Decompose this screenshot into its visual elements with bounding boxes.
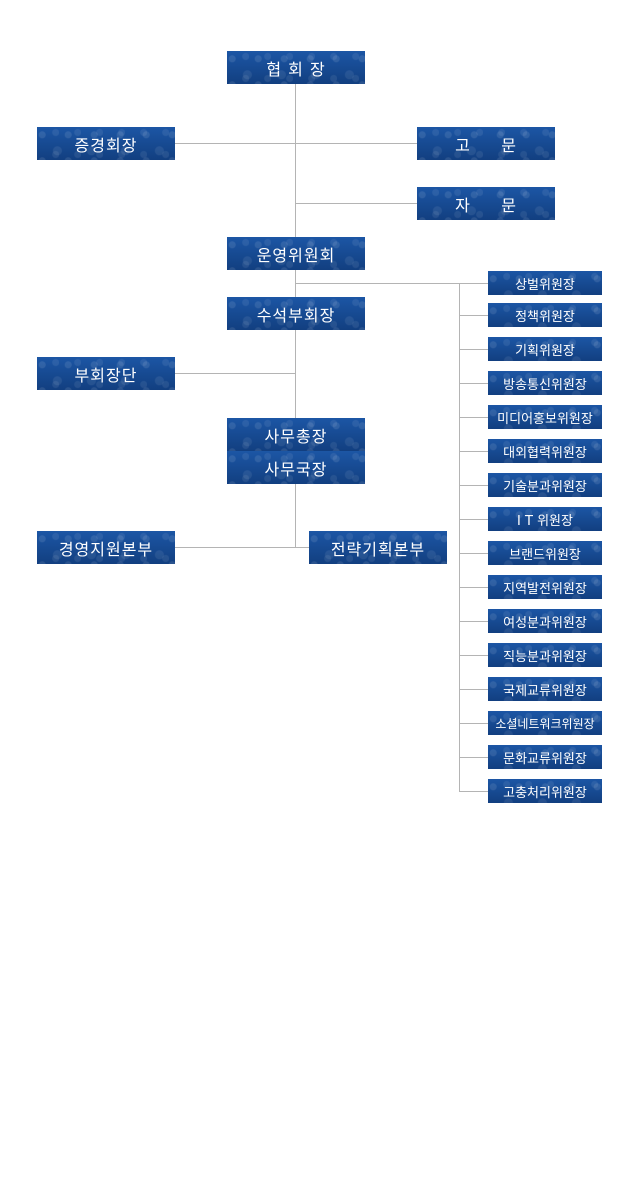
secretary-general-box[interactable]: 사무총장	[227, 418, 365, 451]
connector-committee-tick	[459, 553, 488, 554]
connector-steering-senior	[295, 270, 296, 298]
committee-box[interactable]: 지역발전위원장	[488, 575, 602, 599]
committee-box[interactable]: 브랜드위원장	[488, 541, 602, 565]
connector-committee-tick	[459, 349, 488, 350]
connector-consultant	[295, 203, 417, 204]
committee-box[interactable]: 기술분과위원장	[488, 473, 602, 497]
connector-senior-secretary	[295, 330, 296, 418]
committee-box[interactable]: 소셜네트워크위원장	[488, 711, 602, 735]
steering-committee-box[interactable]: 운영위원회	[227, 237, 365, 270]
connector-main-trunk	[295, 84, 296, 237]
connector-committee-tick	[459, 417, 488, 418]
connector-director-divisions	[295, 484, 296, 547]
connector-committee-tick	[459, 587, 488, 588]
connector-committee-branch	[295, 283, 459, 284]
committee-box[interactable]: 정책위원장	[488, 303, 602, 327]
senior-vice-box[interactable]: 수석부회장	[227, 297, 365, 330]
connector-committee-tick	[459, 791, 488, 792]
committee-box[interactable]: 대외협력위원장	[488, 439, 602, 463]
secretary-director-box[interactable]: 사무국장	[227, 451, 365, 484]
connector-committee-tick	[459, 315, 488, 316]
committee-box[interactable]: 직능분과위원장	[488, 643, 602, 667]
connector-committee-tick	[459, 621, 488, 622]
committee-box[interactable]: I T 위원장	[488, 507, 602, 531]
committee-box[interactable]: 미디어홍보위원장	[488, 405, 602, 429]
committee-box[interactable]: 여성분과위원장	[488, 609, 602, 633]
honorary-vice-box[interactable]: 증경회장	[37, 127, 175, 160]
committee-box[interactable]: 방송통신위원장	[488, 371, 602, 395]
committee-box[interactable]: 고충처리위원장	[488, 779, 602, 803]
management-support-box[interactable]: 경영지원본부	[37, 531, 175, 564]
connector-committee-tick	[459, 757, 488, 758]
committee-box[interactable]: 상벌위원장	[488, 271, 602, 295]
strategy-planning-box[interactable]: 전략기획본부	[309, 531, 447, 564]
committee-box[interactable]: 국제교류위원장	[488, 677, 602, 701]
consultant-box[interactable]: 자 문	[417, 187, 555, 220]
connector-committee-tick	[459, 655, 488, 656]
advisor-box[interactable]: 고 문	[417, 127, 555, 160]
connector-committee-tick	[459, 283, 488, 284]
president-box[interactable]: 협 회 장	[227, 51, 365, 84]
connector-committee-tick	[459, 519, 488, 520]
connector-committee-tick	[459, 723, 488, 724]
committee-box[interactable]: 문화교류위원장	[488, 745, 602, 769]
connector-committee-tick	[459, 451, 488, 452]
connector-honorary-advisor	[174, 143, 417, 144]
vice-group-box[interactable]: 부회장단	[37, 357, 175, 390]
connector-committee-rail	[459, 283, 460, 792]
connector-committee-tick	[459, 689, 488, 690]
connector-committee-tick	[459, 383, 488, 384]
connector-vice-group	[174, 373, 295, 374]
committee-box[interactable]: 기획위원장	[488, 337, 602, 361]
connector-divisions	[174, 547, 310, 548]
connector-committee-tick	[459, 485, 488, 486]
